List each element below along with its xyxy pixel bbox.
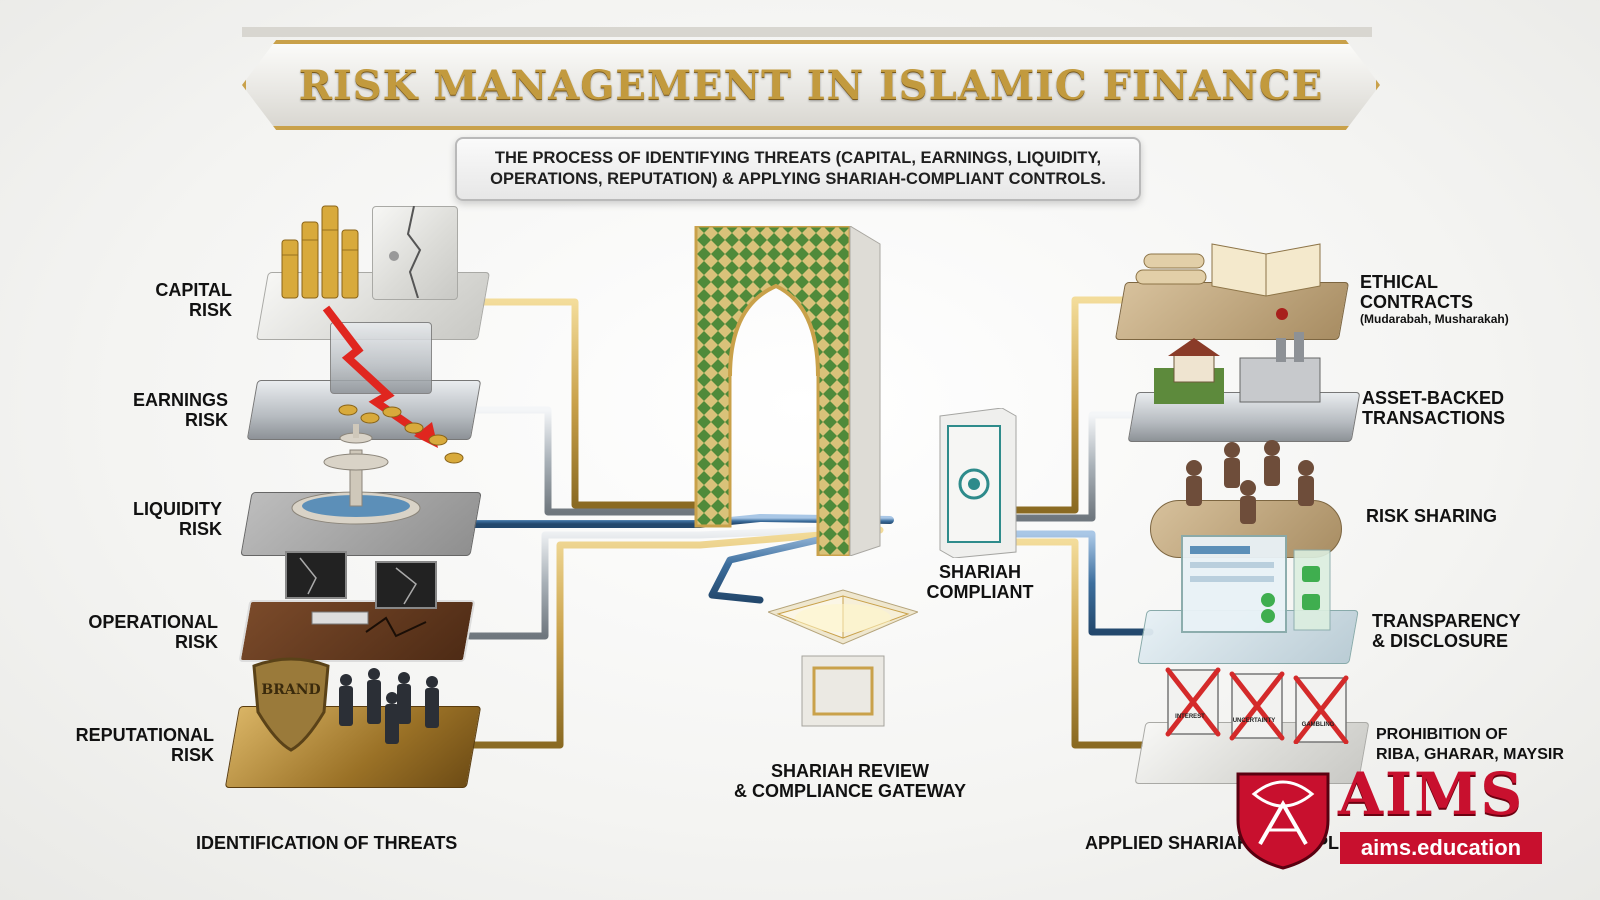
plaque-hangers [242, 27, 1372, 37]
coin-stack-icon [281, 205, 359, 299]
pipe-transparency [1011, 530, 1154, 636]
broken-computer-icon [285, 551, 437, 638]
scattered-coins-icon [338, 404, 464, 464]
brand-shield-icon [252, 657, 330, 752]
tag-gambling: GAMBLING [1301, 722, 1335, 728]
fountain-icon [291, 424, 421, 525]
subtitle-box: THE PROCESS OF IDENTIFYING THREATS (CAPI… [455, 137, 1141, 201]
page-title: RISK MANAGEMENT IN ISLAMIC FINANCE [298, 61, 1324, 109]
aims-logo-text: AIMS [1338, 760, 1525, 828]
pipe-asset [1011, 411, 1144, 522]
prohibited-tags-icon [1165, 667, 1349, 744]
quran-lectern-icon [768, 589, 918, 727]
principle-label-sharing: RISK SHARING [1366, 506, 1498, 526]
pipe-prohibition [1011, 538, 1154, 749]
islamic-arch-gateway [694, 226, 881, 556]
subtitle-line-1: THE PROCESS OF IDENTIFYING THREATS (CAPI… [494, 149, 1102, 167]
title-plaque: RISK MANAGEMENT IN ISLAMIC FINANCE [242, 40, 1380, 130]
transparent-dashboard-icon [1181, 535, 1331, 633]
section-label-threats: IDENTIFICATION OF THREATS [196, 833, 458, 853]
pipe-ethical [1011, 296, 1144, 514]
pipe-reputational [466, 526, 884, 749]
scroll-book-icon [1135, 243, 1321, 320]
people-circle-icon [1186, 440, 1314, 524]
safe-crack-icon [389, 206, 422, 298]
principle-note-ethical: (Mudarabah, Musharakah) [1360, 312, 1509, 326]
cracked-safe-icon [372, 206, 458, 300]
brand-shield-label: BRAND [261, 682, 321, 698]
pipe-capital [476, 298, 724, 509]
tag-uncertainty: UNCERTAINTY [1232, 718, 1276, 724]
aims-url-badge[interactable]: aims.education [1340, 832, 1542, 864]
aims-crest-icon [1236, 772, 1330, 870]
pipe-earnings [466, 406, 729, 516]
house-factory-icon [1154, 332, 1321, 404]
gateway-label: SHARIAH REVIEW& COMPLIANCE GATEWAY [733, 761, 966, 801]
subtitle-line-2: OPERATIONS, REPUTATION) & APPLYING SHARI… [490, 170, 1106, 188]
tag-interest: INTEREST [1175, 714, 1205, 720]
shariah-compliant-panel-icon [939, 408, 1017, 558]
pipe-operational [466, 524, 874, 640]
principle-label-transparency: TRANSPARENCY& DISCLOSURE [1372, 611, 1521, 651]
pipe-to-lectern [708, 524, 874, 604]
people-group-icon [339, 668, 439, 744]
